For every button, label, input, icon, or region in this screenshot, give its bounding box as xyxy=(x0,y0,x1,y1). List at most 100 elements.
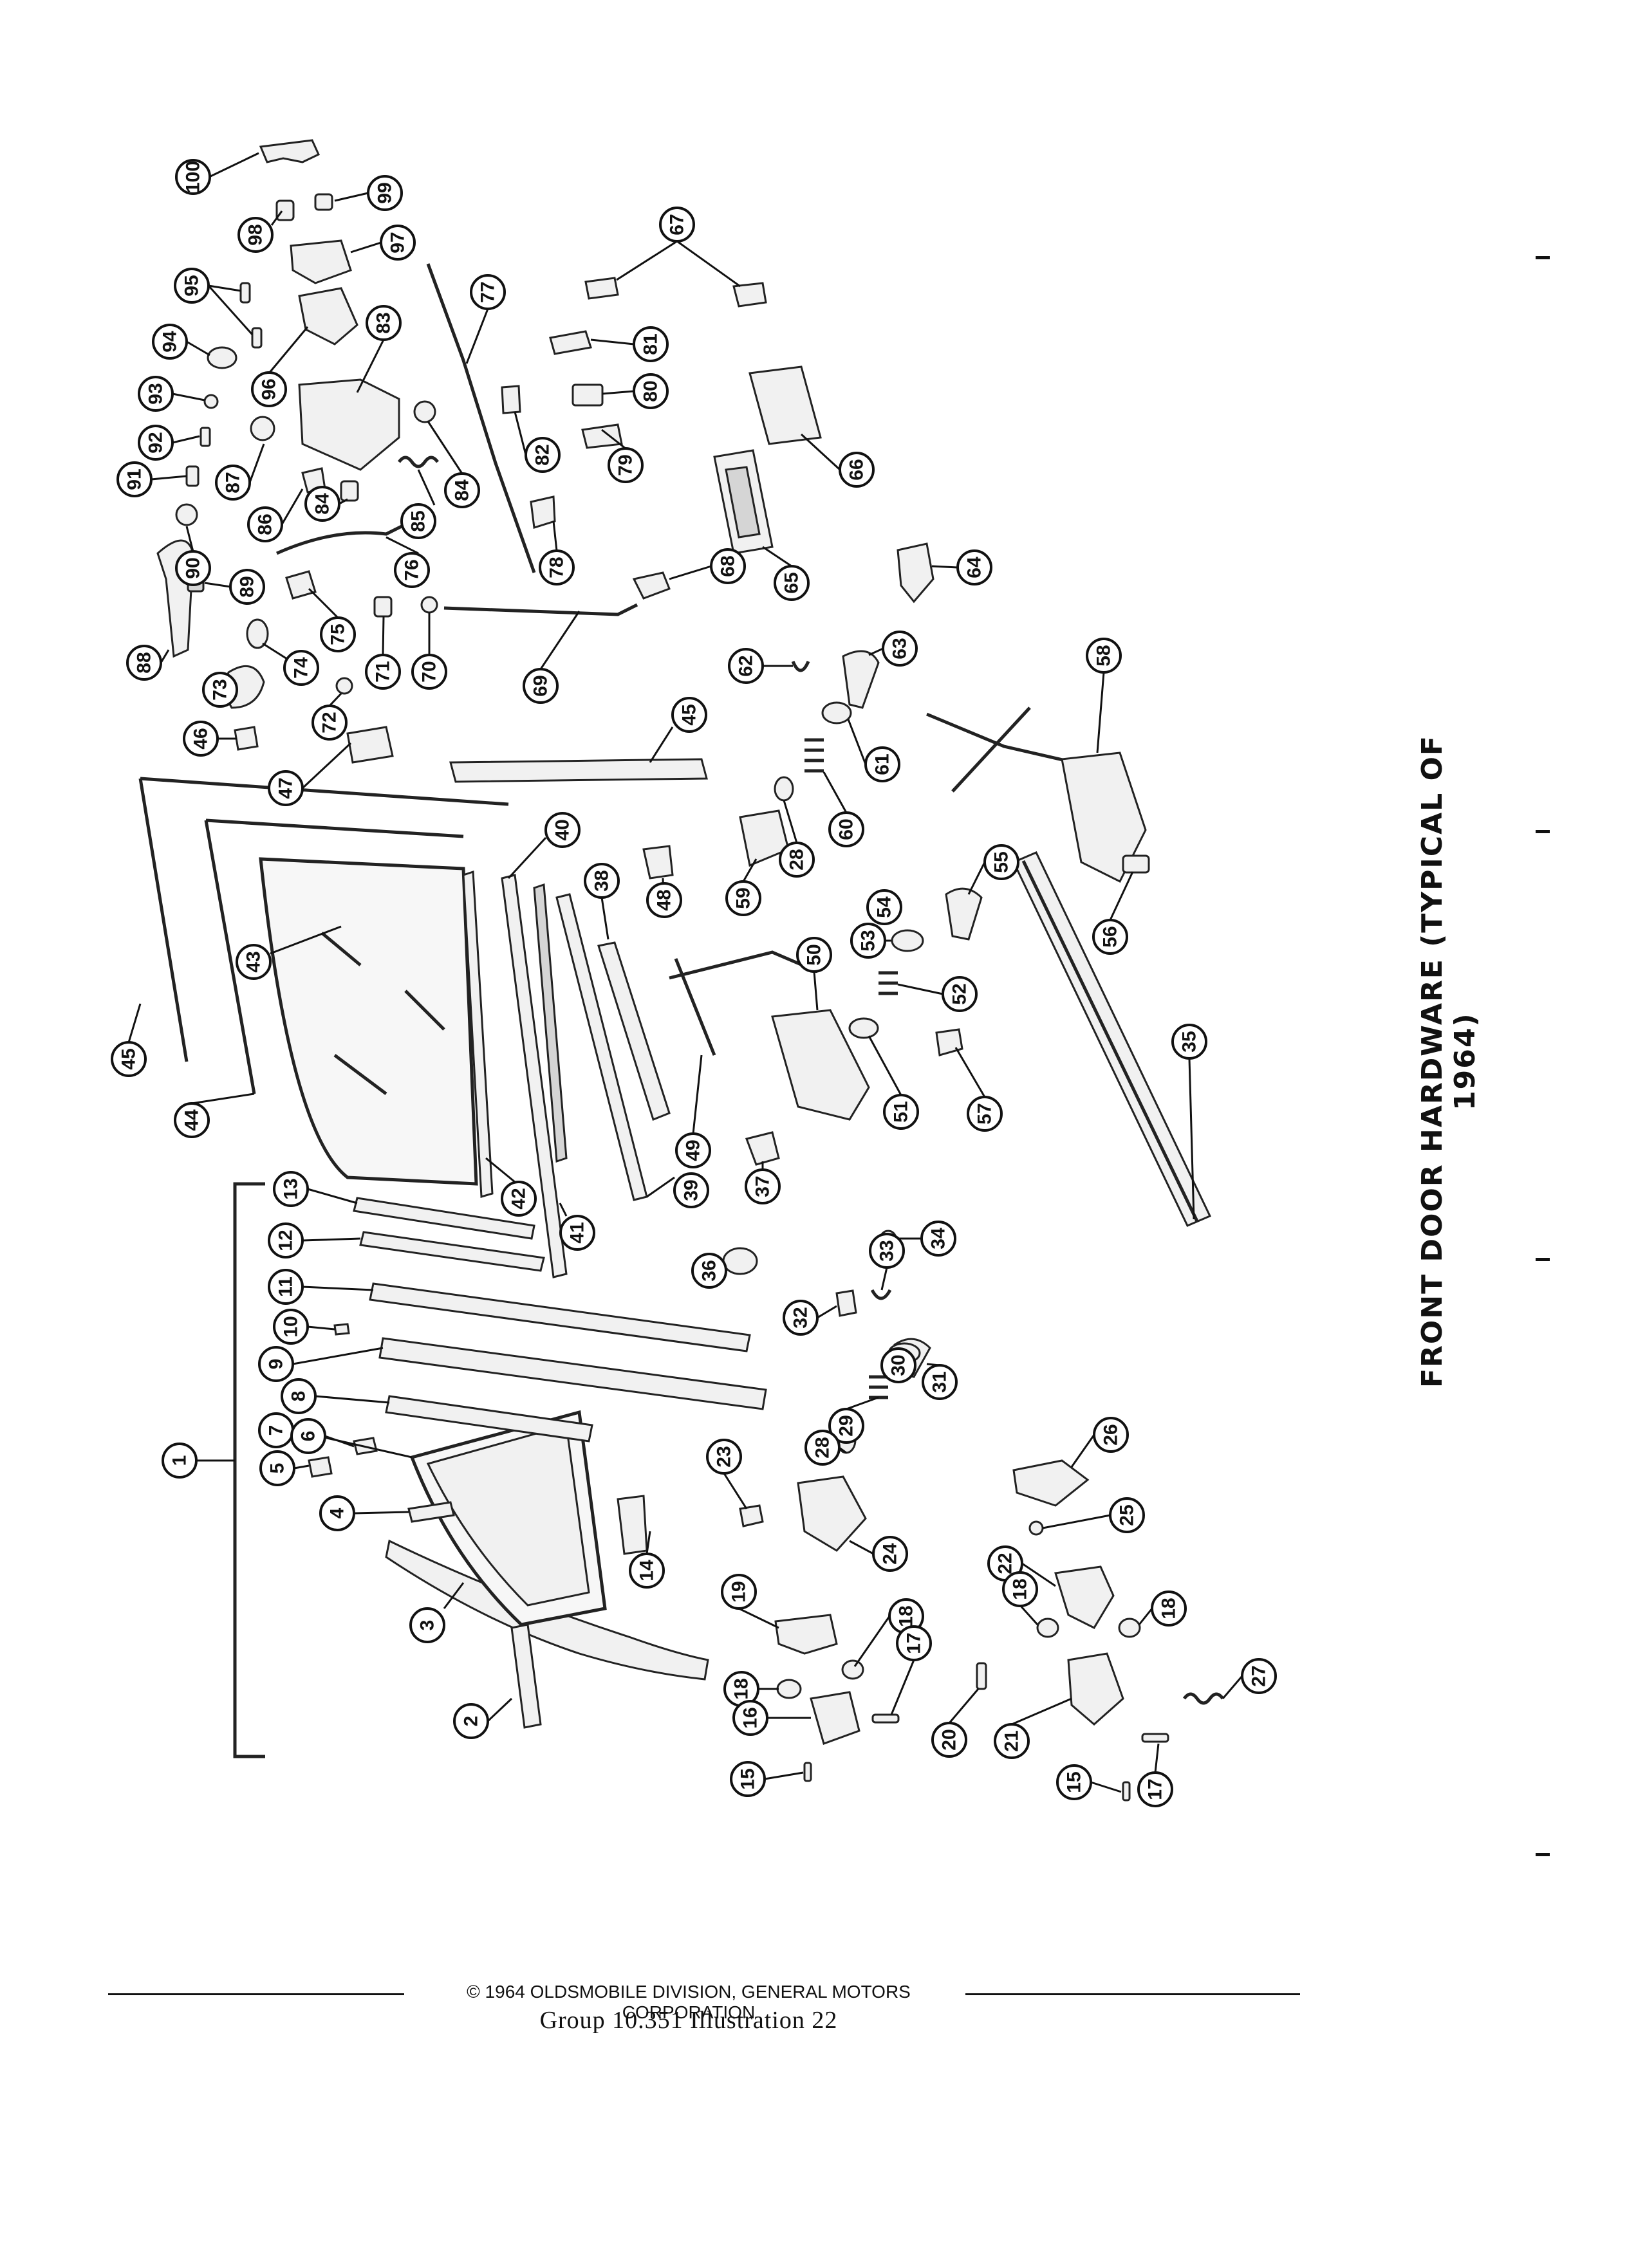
svg-text:18: 18 xyxy=(731,1678,752,1699)
callout-58: 58 xyxy=(1086,638,1122,674)
callout-6: 6 xyxy=(290,1418,326,1454)
callout-63: 63 xyxy=(882,631,918,667)
callout-30: 30 xyxy=(880,1347,916,1383)
callout-7: 7 xyxy=(258,1412,294,1448)
part-94 xyxy=(207,346,237,369)
callout-94: 94 xyxy=(152,324,188,360)
callout-97: 97 xyxy=(380,225,416,261)
callout-48: 48 xyxy=(646,882,682,918)
part-79 xyxy=(581,423,623,449)
svg-text:100: 100 xyxy=(183,161,204,193)
callout-29: 29 xyxy=(828,1408,864,1444)
callout-4: 4 xyxy=(319,1495,355,1531)
part-55 xyxy=(945,887,983,941)
part-92 xyxy=(200,427,211,447)
svg-text:75: 75 xyxy=(328,623,349,645)
callout-80: 80 xyxy=(633,373,669,409)
svg-text:65: 65 xyxy=(781,572,803,593)
svg-text:63: 63 xyxy=(889,638,911,659)
svg-text:15: 15 xyxy=(1064,1771,1085,1793)
callout-54: 54 xyxy=(866,889,902,925)
callout-99: 99 xyxy=(367,175,403,211)
svg-text:6: 6 xyxy=(298,1431,319,1442)
callout-90: 90 xyxy=(175,550,211,586)
callout-74: 74 xyxy=(283,650,319,686)
svg-text:94: 94 xyxy=(160,331,181,353)
part-80 xyxy=(572,383,604,407)
part-83 xyxy=(298,378,400,471)
svg-text:92: 92 xyxy=(145,432,167,453)
callout-46: 46 xyxy=(183,721,219,757)
part-15b xyxy=(1122,1781,1131,1802)
part-50 xyxy=(771,1009,870,1121)
part-99 xyxy=(314,193,333,211)
svg-text:35: 35 xyxy=(1179,1031,1200,1052)
callout-56: 56 xyxy=(1092,919,1128,955)
callout-84: 84 xyxy=(444,472,480,508)
callout-17-b: 17 xyxy=(1137,1771,1173,1807)
svg-text:44: 44 xyxy=(181,1109,203,1131)
callout-19: 19 xyxy=(721,1574,757,1610)
callout-25: 25 xyxy=(1109,1497,1145,1533)
svg-text:30: 30 xyxy=(888,1354,909,1376)
callout-59: 59 xyxy=(725,880,761,916)
illustration-caption: Group 10.351 Illustration 22 xyxy=(539,2007,838,2034)
svg-text:1: 1 xyxy=(169,1455,191,1466)
part-28b xyxy=(774,776,794,802)
callout-89: 89 xyxy=(229,569,265,605)
svg-text:3: 3 xyxy=(417,1620,438,1631)
svg-text:72: 72 xyxy=(319,712,340,733)
svg-text:29: 29 xyxy=(836,1415,857,1436)
part-12 xyxy=(359,1231,545,1272)
svg-text:24: 24 xyxy=(880,1543,901,1565)
part-63 xyxy=(842,650,880,709)
svg-text:7: 7 xyxy=(266,1425,287,1436)
part-45-upper xyxy=(449,758,708,783)
svg-text:85: 85 xyxy=(408,510,429,531)
svg-text:10: 10 xyxy=(281,1316,302,1337)
callout-26: 26 xyxy=(1093,1417,1129,1453)
svg-text:98: 98 xyxy=(245,224,266,245)
svg-text:48: 48 xyxy=(654,889,675,910)
callout-51: 51 xyxy=(883,1094,919,1130)
part-95b xyxy=(251,327,263,349)
callout-75: 75 xyxy=(320,616,356,652)
svg-text:55: 55 xyxy=(991,851,1012,872)
part-33 xyxy=(870,1289,892,1300)
part-32 xyxy=(835,1289,857,1317)
svg-text:83: 83 xyxy=(373,312,395,333)
callout-5: 5 xyxy=(259,1450,295,1486)
part-10 xyxy=(333,1323,350,1336)
part-19 xyxy=(774,1614,838,1655)
svg-text:33: 33 xyxy=(877,1240,898,1261)
svg-text:27: 27 xyxy=(1249,1665,1270,1686)
part-16 xyxy=(810,1691,860,1745)
callout-82: 82 xyxy=(525,437,561,473)
callout-33: 33 xyxy=(869,1233,905,1269)
footer-rule-left xyxy=(108,1993,404,1995)
callout-21: 21 xyxy=(994,1723,1030,1759)
svg-text:54: 54 xyxy=(874,896,895,918)
part-51 xyxy=(848,1017,879,1039)
svg-text:99: 99 xyxy=(375,182,396,203)
svg-text:38: 38 xyxy=(591,870,613,891)
callout-41: 41 xyxy=(559,1215,595,1251)
callout-83: 83 xyxy=(366,305,402,341)
part-84b xyxy=(340,480,359,502)
svg-text:96: 96 xyxy=(259,378,280,400)
callout-49: 49 xyxy=(675,1132,711,1168)
svg-text:4: 4 xyxy=(327,1507,348,1518)
callout-88: 88 xyxy=(126,645,162,681)
part-76 xyxy=(275,513,426,555)
callout-27: 27 xyxy=(1241,1658,1277,1694)
part-69 xyxy=(443,603,638,616)
callout-39: 39 xyxy=(673,1172,709,1208)
callout-18-d: 18 xyxy=(1151,1590,1187,1627)
svg-text:28: 28 xyxy=(812,1437,833,1458)
svg-text:74: 74 xyxy=(291,657,312,679)
part-71 xyxy=(373,596,393,618)
svg-text:93: 93 xyxy=(145,383,167,404)
part-81 xyxy=(549,330,592,355)
callout-57: 57 xyxy=(967,1096,1003,1132)
callout-55: 55 xyxy=(983,844,1019,880)
